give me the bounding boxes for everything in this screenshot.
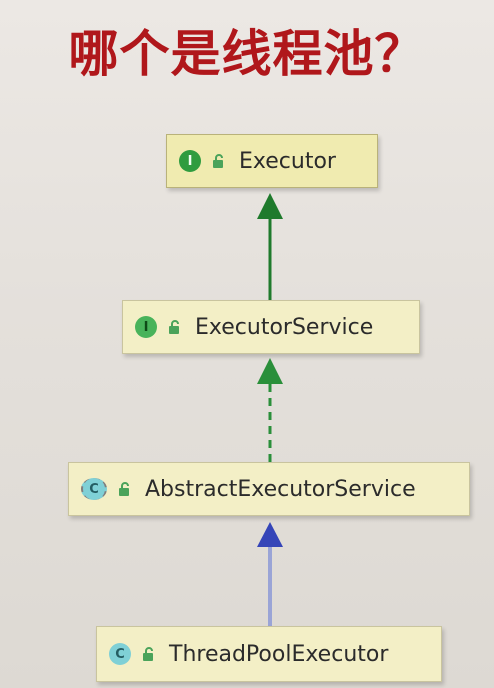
node-label: AbstractExecutorService	[145, 476, 416, 502]
node-label: ExecutorService	[195, 314, 374, 340]
interface-icon: I	[135, 316, 157, 338]
abstract-class-icon: C	[81, 478, 107, 500]
node-label: Executor	[239, 148, 336, 174]
unlocked-icon	[143, 647, 153, 661]
node-label: ThreadPoolExecutor	[169, 641, 389, 667]
node-executorservice[interactable]: I ExecutorService	[122, 300, 420, 354]
class-icon: C	[109, 643, 131, 665]
node-executor[interactable]: I Executor	[166, 134, 378, 188]
arrowhead-executor	[257, 193, 283, 219]
interface-icon: I	[179, 150, 201, 172]
node-abstractexecutorservice[interactable]: C AbstractExecutorService	[68, 462, 470, 516]
arrowhead-executorservice	[257, 358, 283, 384]
unlocked-icon	[119, 482, 129, 496]
unlocked-icon	[213, 154, 223, 168]
unlocked-icon	[169, 320, 179, 334]
node-threadpoolexecutor[interactable]: C ThreadPoolExecutor	[96, 626, 442, 682]
arrowhead-abstractexecutorservice	[257, 522, 283, 547]
page-title: 哪个是线程池？	[68, 25, 426, 83]
